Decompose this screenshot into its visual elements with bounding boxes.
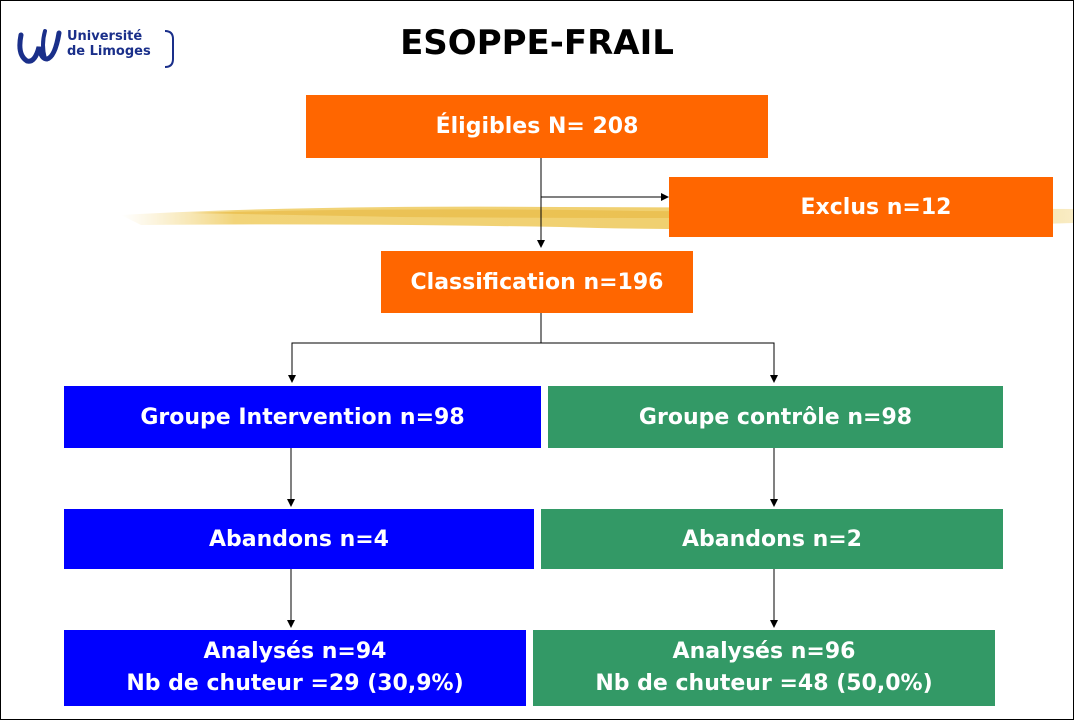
arrow-to-controle [541,342,778,383]
classification-label: Classification n=196 [410,269,664,295]
page-title: ESOPPE-FRAIL [400,23,674,63]
controle-abandons-label: Abandons n=2 [682,526,862,552]
ul-monogram-icon [17,29,62,64]
exclus-box: Exclus n=12 [669,177,1053,237]
classification-box: Classification n=196 [381,251,693,313]
intervention-analyses-box: Analysés n=94 Nb de chuteur =29 (30,9%) [64,630,526,706]
intervention-abandons-label: Abandons n=4 [209,526,389,552]
intervention-group-box: Groupe Intervention n=98 [64,386,541,448]
logo-bracket-icon [164,30,174,68]
controle-group-label: Groupe contrôle n=98 [638,404,913,430]
eligibles-box: Éligibles N= 208 [306,95,768,158]
intervention-group-label: Groupe Intervention n=98 [140,404,465,430]
eligibles-label: Éligibles N= 208 [435,114,639,139]
arrow-to-intervention [288,313,542,383]
controle-group-box: Groupe contrôle n=98 [548,386,1003,448]
controle-chuteurs-label: Nb de chuteur =48 (50,0%) [595,671,933,696]
intervention-analyses-label: Analysés n=94 [203,639,387,664]
exclus-label: Exclus n=12 [800,194,952,220]
intervention-abandons-box: Abandons n=4 [64,509,534,569]
university-logo: Université de Limoges [15,25,175,73]
controle-analyses-box: Analysés n=96 Nb de chuteur =48 (50,0%) [533,630,995,706]
controle-abandons-box: Abandons n=2 [541,509,1003,569]
logo-line-2: de Limoges [67,44,151,59]
intervention-chuteurs-label: Nb de chuteur =29 (30,9%) [126,671,464,696]
logo-line-1: Université [67,29,143,44]
controle-analyses-label: Analysés n=96 [672,639,856,664]
logo-wordmark: Université de Limoges [67,29,151,59]
